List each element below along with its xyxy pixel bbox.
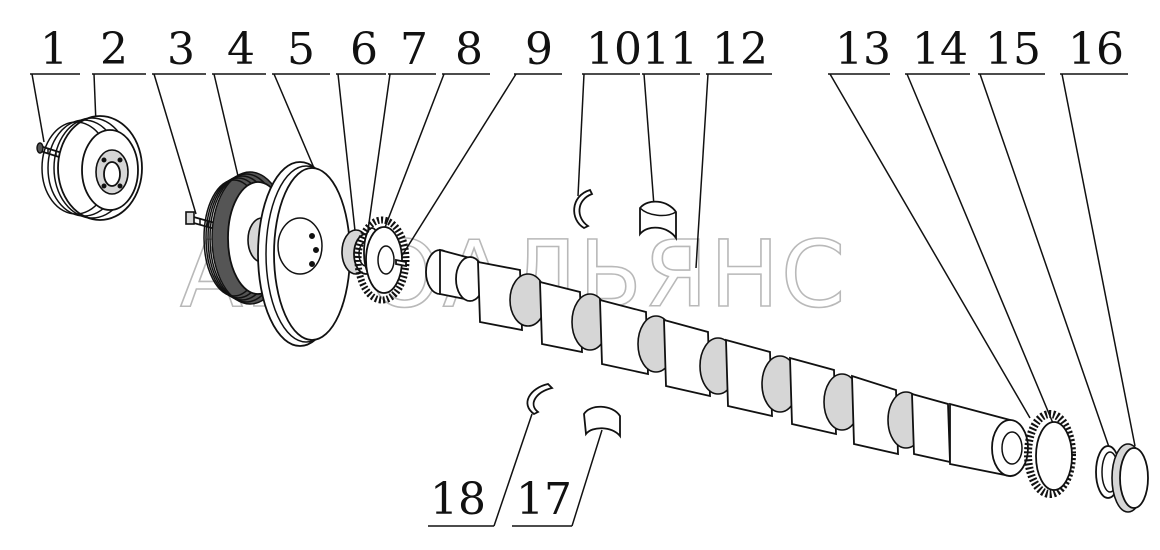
callout-12: 12 bbox=[712, 24, 768, 75]
gear-part-8 bbox=[354, 216, 410, 304]
callout-13: 13 bbox=[835, 24, 891, 75]
leader-lines bbox=[31, 73, 1136, 527]
callout-8: 8 bbox=[455, 24, 483, 75]
callout-labels: 1 2 3 4 5 6 7 8 9 10 11 12 13 14 15 16 1… bbox=[40, 24, 1124, 525]
callout-14: 14 bbox=[912, 24, 968, 75]
crankshaft-part-12 bbox=[425, 248, 1029, 478]
callout-15: 15 bbox=[985, 24, 1041, 75]
disc-part-5 bbox=[257, 161, 351, 347]
callout-1: 1 bbox=[40, 24, 68, 75]
bearing-shell-part-17 bbox=[583, 405, 621, 439]
callout-9: 9 bbox=[525, 24, 553, 75]
callout-underlines bbox=[30, 73, 1128, 527]
callout-7: 7 bbox=[400, 24, 428, 75]
rear-seal-part-16 bbox=[1111, 443, 1149, 513]
callout-18: 18 bbox=[430, 474, 486, 525]
crank-webs bbox=[477, 260, 951, 464]
rear-gear-part-14 bbox=[1024, 410, 1076, 498]
callout-16: 16 bbox=[1068, 24, 1124, 75]
pulley-part-2 bbox=[41, 115, 143, 221]
callout-11: 11 bbox=[642, 24, 698, 75]
callout-4: 4 bbox=[227, 24, 255, 75]
callout-6: 6 bbox=[350, 24, 378, 75]
callout-3: 3 bbox=[167, 24, 195, 75]
key-part-9 bbox=[395, 258, 407, 268]
thrust-ring-part-18 bbox=[526, 383, 554, 416]
callout-17: 17 bbox=[516, 474, 572, 525]
callout-5: 5 bbox=[287, 24, 315, 75]
callout-2: 2 bbox=[100, 24, 128, 75]
bearing-shell-part-11 bbox=[639, 200, 677, 241]
thrust-ring-part-10 bbox=[573, 188, 594, 230]
callout-10: 10 bbox=[586, 24, 642, 75]
